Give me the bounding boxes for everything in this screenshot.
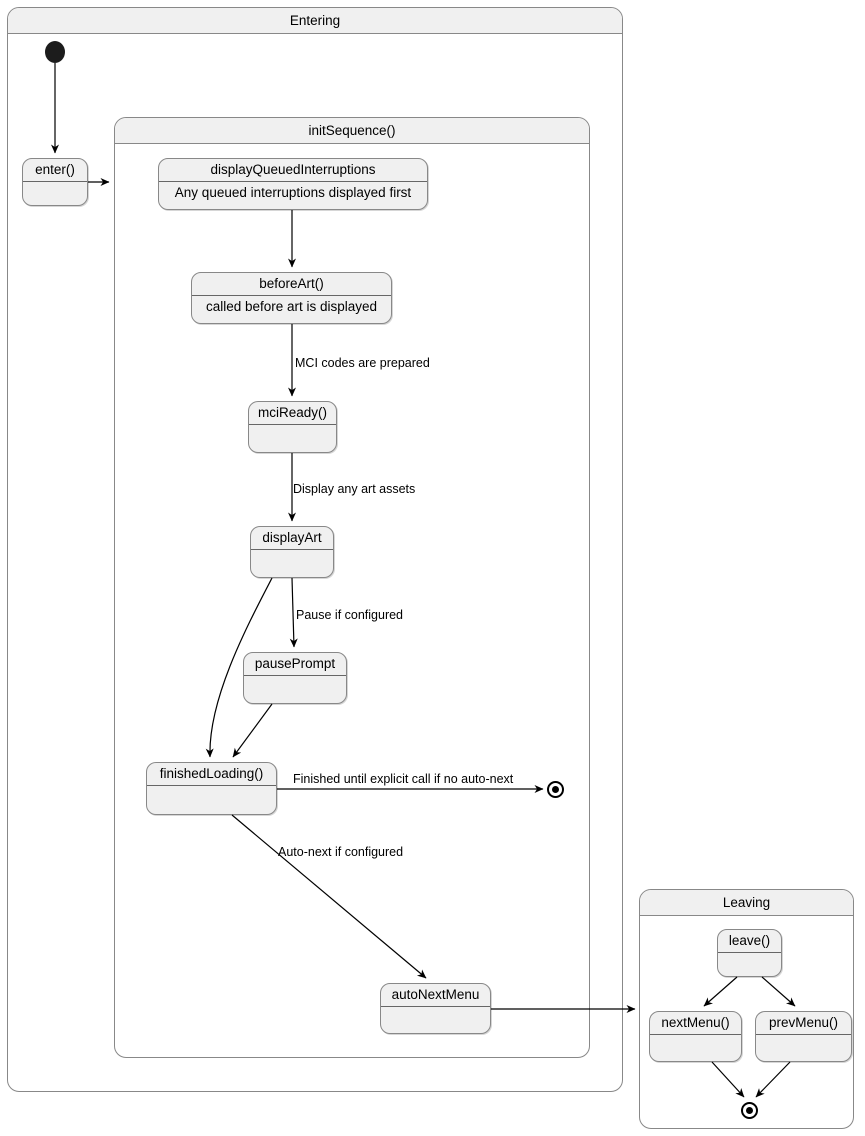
edge-label-pause-if-configured: Pause if configured bbox=[296, 608, 404, 622]
state-mci-ready[interactable]: mciReady() bbox=[248, 401, 337, 453]
state-leave-title: leave() bbox=[718, 930, 781, 953]
composite-state-init-sequence: initSequence() bbox=[114, 117, 590, 1058]
state-before-art-body: called before art is displayed bbox=[205, 299, 378, 314]
edge-display-art-to-finished-loading bbox=[205, 577, 273, 758]
state-display-queued-interruptions-body: Any queued interruptions displayed first bbox=[174, 185, 412, 200]
state-before-art-title: beforeArt() bbox=[192, 273, 391, 296]
state-mci-ready-title: mciReady() bbox=[249, 402, 336, 425]
edge-label-mci-codes-prepared: MCI codes are prepared bbox=[295, 356, 430, 370]
state-finished-loading[interactable]: finishedLoading() bbox=[146, 762, 277, 815]
state-leave[interactable]: leave() bbox=[717, 929, 782, 977]
edge-label-finished-until-explicit-call: Finished until explicit call if no auto-… bbox=[293, 772, 514, 786]
state-next-menu[interactable]: nextMenu() bbox=[649, 1011, 742, 1062]
edge-label-auto-next-if-configured: Auto-next if configured bbox=[278, 845, 404, 859]
state-auto-next-menu-title: autoNextMenu bbox=[381, 984, 490, 1007]
state-prev-menu-title: prevMenu() bbox=[756, 1012, 851, 1035]
state-enter-title: enter() bbox=[23, 159, 87, 182]
state-enter[interactable]: enter() bbox=[22, 158, 88, 206]
state-finished-loading-title: finishedLoading() bbox=[147, 763, 276, 786]
composite-state-leaving-title: Leaving bbox=[640, 890, 853, 916]
state-prev-menu[interactable]: prevMenu() bbox=[755, 1011, 852, 1062]
initial-pseudostate bbox=[45, 41, 65, 63]
edge-leave-to-next-menu bbox=[703, 976, 738, 1007]
edge-finished-loading-to-auto-next-menu bbox=[231, 814, 427, 979]
final-state-entering bbox=[547, 781, 564, 798]
state-before-art[interactable]: beforeArt() called before art is display… bbox=[191, 272, 392, 324]
edge-pause-prompt-to-finished-loading bbox=[232, 703, 273, 758]
state-display-art[interactable]: displayArt bbox=[250, 526, 334, 578]
state-pause-prompt-title: pausePrompt bbox=[244, 653, 346, 676]
edge-next-menu-to-final bbox=[711, 1061, 745, 1098]
composite-state-entering-title: Entering bbox=[8, 8, 622, 34]
edge-prev-menu-to-final bbox=[755, 1061, 791, 1098]
state-pause-prompt[interactable]: pausePrompt bbox=[243, 652, 347, 704]
state-display-art-title: displayArt bbox=[251, 527, 333, 550]
state-display-queued-interruptions-title: displayQueuedInterruptions bbox=[159, 159, 427, 182]
state-display-queued-interruptions[interactable]: displayQueuedInterruptions Any queued in… bbox=[158, 158, 428, 210]
final-state-leaving bbox=[741, 1102, 758, 1119]
final-state-leaving-inner bbox=[746, 1107, 753, 1114]
edge-leave-to-prev-menu bbox=[761, 976, 796, 1007]
composite-state-leaving: Leaving bbox=[639, 889, 854, 1129]
edge-label-display-art-assets: Display any art assets bbox=[293, 482, 416, 496]
composite-state-init-sequence-title: initSequence() bbox=[115, 118, 589, 144]
state-auto-next-menu[interactable]: autoNextMenu bbox=[380, 983, 491, 1034]
final-state-entering-inner bbox=[552, 786, 559, 793]
state-next-menu-title: nextMenu() bbox=[650, 1012, 741, 1035]
edge-display-art-to-pause-prompt bbox=[289, 577, 298, 648]
